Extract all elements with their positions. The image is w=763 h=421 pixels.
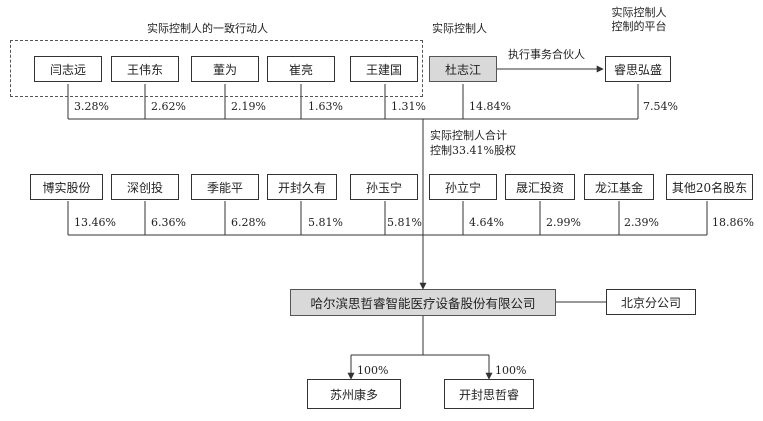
holding-pct: 14.84% [469, 100, 511, 113]
subsidiary-pct: 100% [495, 364, 527, 377]
holding-pct: 2.62% [151, 100, 186, 113]
shareholder-box: 王建国 [350, 56, 418, 82]
total-control-label-line2: 控制33.41%股权 [430, 144, 516, 157]
holding-pct: 7.54% [643, 100, 678, 113]
shareholder-box: 其他20名股东 [666, 174, 753, 200]
holding-pct: 2.99% [546, 216, 581, 229]
shareholder-box: 王伟东 [111, 56, 179, 82]
holding-pct: 6.36% [151, 216, 186, 229]
platform-label-line1: 实际控制人 [611, 6, 667, 19]
holding-pct: 1.63% [308, 100, 343, 113]
holding-pct: 13.46% [74, 216, 116, 229]
gp-label: 执行事务合伙人 [508, 48, 585, 61]
holding-pct: 1.31% [391, 100, 426, 113]
total-control-label-line1: 实际控制人合计 [430, 129, 507, 142]
controller-label: 实际控制人 [432, 22, 487, 35]
shareholder-box: 龙江基金 [584, 174, 654, 200]
controller-box: 杜志江 [429, 56, 497, 82]
shareholder-box: 深创投 [111, 174, 179, 200]
branch-box: 北京分公司 [606, 289, 696, 315]
holding-pct: 6.28% [231, 216, 266, 229]
holding-pct: 2.39% [624, 216, 659, 229]
holding-pct: 18.86% [712, 216, 754, 229]
holding-pct: 3.28% [74, 100, 109, 113]
shareholder-box: 季能平 [191, 174, 259, 200]
platform-box: 睿思弘盛 [605, 56, 671, 82]
holding-pct: 4.64% [469, 216, 504, 229]
shareholder-box: 开封久有 [267, 174, 337, 200]
shareholder-box: 孙玉宁 [350, 174, 418, 200]
subsidiary-pct: 100% [357, 364, 389, 377]
shareholder-box: 博实股份 [30, 174, 103, 200]
holding-pct: 5.81% [387, 216, 422, 229]
shareholder-box: 董为 [191, 56, 259, 82]
subsidiary-box: 开封思哲睿 [444, 379, 534, 409]
subsidiary-box: 苏州康多 [307, 379, 401, 409]
shareholder-box: 崔亮 [267, 56, 335, 82]
holding-pct: 5.81% [308, 216, 343, 229]
holding-pct: 2.19% [231, 100, 266, 113]
concerted-group-label: 实际控制人的一致行动人 [147, 22, 268, 35]
shareholder-box: 孙立宁 [429, 174, 497, 200]
company-box: 哈尔滨思哲睿智能医疗设备股份有限公司 [290, 289, 556, 316]
platform-label-line2: 控制的平台 [611, 20, 667, 33]
shareholder-box: 晟汇投资 [505, 174, 575, 200]
shareholder-box: 闫志远 [34, 56, 102, 82]
